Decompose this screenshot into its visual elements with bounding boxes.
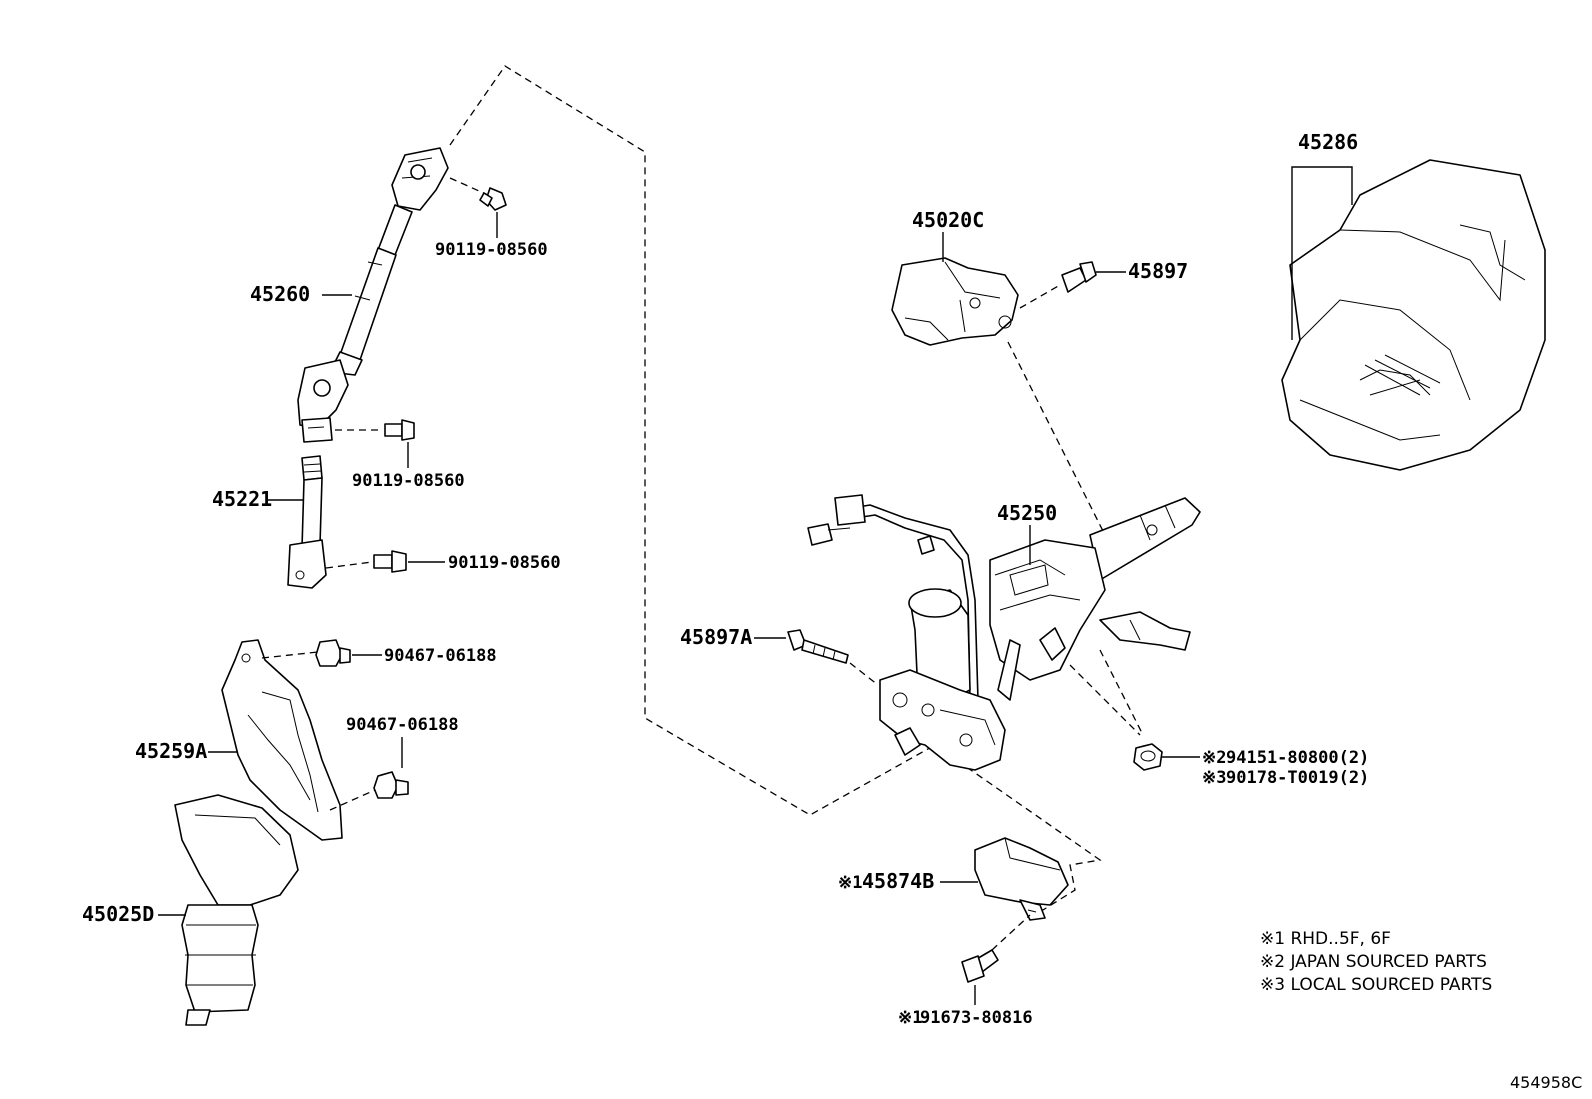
- clip-lower-90467[interactable]: [373, 771, 409, 799]
- nut-dash-a: [1069, 664, 1141, 736]
- column-cover-45286[interactable]: [1281, 159, 1546, 471]
- note-1: ※1 RHD..5F, 6F: [1260, 929, 1391, 949]
- steering-column-45250[interactable]: [807, 494, 1201, 771]
- boot-45025D[interactable]: [174, 794, 299, 1026]
- label-45286: 45286: [1298, 130, 1358, 154]
- leader-45286-a: [1291, 166, 1353, 268]
- clip-upper-90467[interactable]: [315, 639, 351, 667]
- label-nut-jp-mark: ※2: [1202, 748, 1226, 768]
- bolt-top-dash: [449, 177, 489, 196]
- nut-94151[interactable]: [1133, 743, 1163, 771]
- label-clip-lower: 90467-06188: [346, 715, 459, 735]
- bolt-low-90119[interactable]: [373, 550, 407, 573]
- lock-45020C[interactable]: [891, 257, 1019, 346]
- bolt-45897A[interactable]: [787, 629, 849, 664]
- intermediate-shaft-45260[interactable]: [297, 147, 449, 443]
- screw-dash: [991, 914, 1031, 951]
- clip-lower-dash: [329, 789, 376, 811]
- label-nut-local: 90178-T0019(2): [1226, 768, 1369, 788]
- label-clip-upper: 90467-06188: [384, 646, 497, 666]
- cover-45259A[interactable]: [221, 639, 343, 841]
- label-45260: 45260: [250, 282, 310, 306]
- label-45221: 45221: [212, 487, 272, 511]
- label-45874B: 45874B: [862, 869, 934, 893]
- label-45025D: 45025D: [82, 902, 154, 926]
- label-nut-local-mark: ※3: [1202, 768, 1226, 788]
- label-45897: 45897: [1128, 259, 1188, 283]
- lock-column-dash: [1007, 341, 1106, 536]
- label-bolt-low: 90119-08560: [448, 553, 561, 573]
- screw-91673[interactable]: [961, 949, 999, 983]
- bolt-top-90119[interactable]: [479, 187, 507, 211]
- nut-dash-b: [1099, 649, 1144, 736]
- clip-upper-dash: [261, 651, 319, 659]
- bolt-low-dash: [325, 561, 373, 569]
- bracket-45874B[interactable]: [974, 837, 1069, 921]
- bolt-45897A-dash: [849, 662, 879, 686]
- diagram-reference-number: 454958C: [1510, 1073, 1582, 1092]
- label-45020C: 45020C: [912, 208, 984, 232]
- label-screw: 91673-80816: [920, 1008, 1033, 1028]
- label-45897A: 45897A: [680, 625, 752, 649]
- label-45259A: 45259A: [135, 739, 207, 763]
- label-bolt-top: 90119-08560: [435, 240, 548, 260]
- label-bracket-mark: ※1: [838, 873, 862, 893]
- bolt-45897[interactable]: [1061, 261, 1097, 293]
- label-screw-mark: ※1: [898, 1008, 922, 1028]
- bolt-mid-90119[interactable]: [384, 419, 415, 441]
- label-nut-jp: 94151-80800(2): [1226, 748, 1369, 768]
- label-45250: 45250: [997, 501, 1057, 525]
- shaft-45221[interactable]: [287, 455, 327, 589]
- assembly-boundary-line: [449, 65, 1102, 916]
- note-2: ※2 JAPAN SOURCED PARTS: [1260, 952, 1487, 972]
- bolt-45897-dash: [1019, 284, 1061, 309]
- note-3: ※3 LOCAL SOURCED PARTS: [1260, 975, 1492, 995]
- label-bolt-mid: 90119-08560: [352, 471, 465, 491]
